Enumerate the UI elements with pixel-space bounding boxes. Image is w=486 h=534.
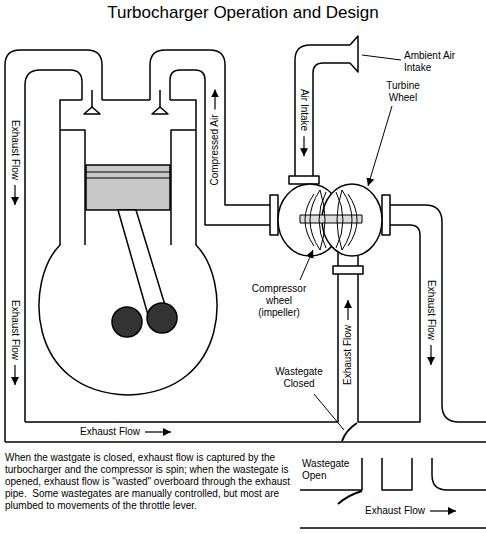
exhaust-pipe-wall: [25, 70, 82, 422]
leader-line: [368, 106, 392, 186]
exhaust-pipe-wall: [5, 50, 102, 442]
flow-arrow: [145, 431, 171, 432]
part-label: Ambient Air Intake: [404, 50, 468, 74]
engine-block: [39, 100, 217, 395]
flow-label: Exhaust Flow: [364, 505, 426, 517]
exhaust-pipe-wall: [382, 458, 412, 490]
wastegate-flap: [338, 491, 362, 504]
flow-label: Air Intake: [298, 88, 310, 132]
crank: [147, 303, 177, 333]
flow-label: Exhaust Flow: [342, 324, 354, 386]
flow-arrow: [430, 345, 431, 365]
flow-arrow: [14, 365, 15, 385]
flow-label: Exhaust Flow: [9, 119, 21, 181]
exhaust-pipe-wall: [25, 250, 338, 422]
intake-pipe-wall: [295, 45, 350, 176]
turbine-wheel: [336, 190, 357, 250]
compressor-wheel: [305, 190, 326, 250]
flow-label: Exhaust Flow: [9, 299, 21, 361]
flow-arrow: [347, 300, 348, 320]
flow-label: Exhaust Flow: [425, 279, 437, 341]
exhaust-pipe-wall: [300, 458, 362, 490]
flow-arrow: [303, 136, 304, 156]
part-label: Wastegate Open: [302, 458, 358, 482]
exhaust-pipe-wall: [300, 527, 486, 529]
wastegate-flap: [342, 423, 357, 441]
part-label: Compressor wheel (impeller): [244, 283, 314, 319]
flange: [333, 266, 363, 274]
intake-pipe-wall: [170, 70, 270, 225]
piston: [86, 165, 170, 210]
leader-line: [314, 394, 344, 430]
part-label: Turbine Wheel: [378, 80, 428, 104]
leader-line: [362, 55, 401, 60]
flow-label: Compressed Air: [209, 113, 221, 186]
exhaust-pipe-wall: [432, 458, 486, 490]
piston-ring: [86, 172, 170, 178]
flow-arrow: [430, 510, 456, 511]
valve: [159, 90, 161, 108]
valve: [91, 90, 93, 108]
part-label: Wastegate Closed: [268, 366, 330, 390]
flow-label: Exhaust Flow: [79, 426, 141, 438]
valve: [152, 107, 168, 114]
intake-funnel: [350, 36, 358, 72]
intake-pipe-wall: [313, 63, 350, 176]
exhaust-pipe-wall: [358, 225, 420, 422]
caption: When the wastgate is closed, exhaust flo…: [5, 452, 295, 512]
flange: [289, 176, 319, 184]
crank: [112, 307, 142, 337]
exhaust-pipe-wall: [5, 441, 486, 443]
title: Turbocharger Operation and Design: [0, 3, 486, 23]
valve: [84, 107, 100, 114]
flow-arrow: [214, 89, 215, 109]
exhaust-pipe-wall: [390, 205, 486, 422]
flange: [270, 195, 278, 235]
shaft: [300, 215, 362, 223]
flow-arrow: [14, 185, 15, 205]
leader-line: [300, 250, 313, 280]
flange: [382, 195, 390, 235]
